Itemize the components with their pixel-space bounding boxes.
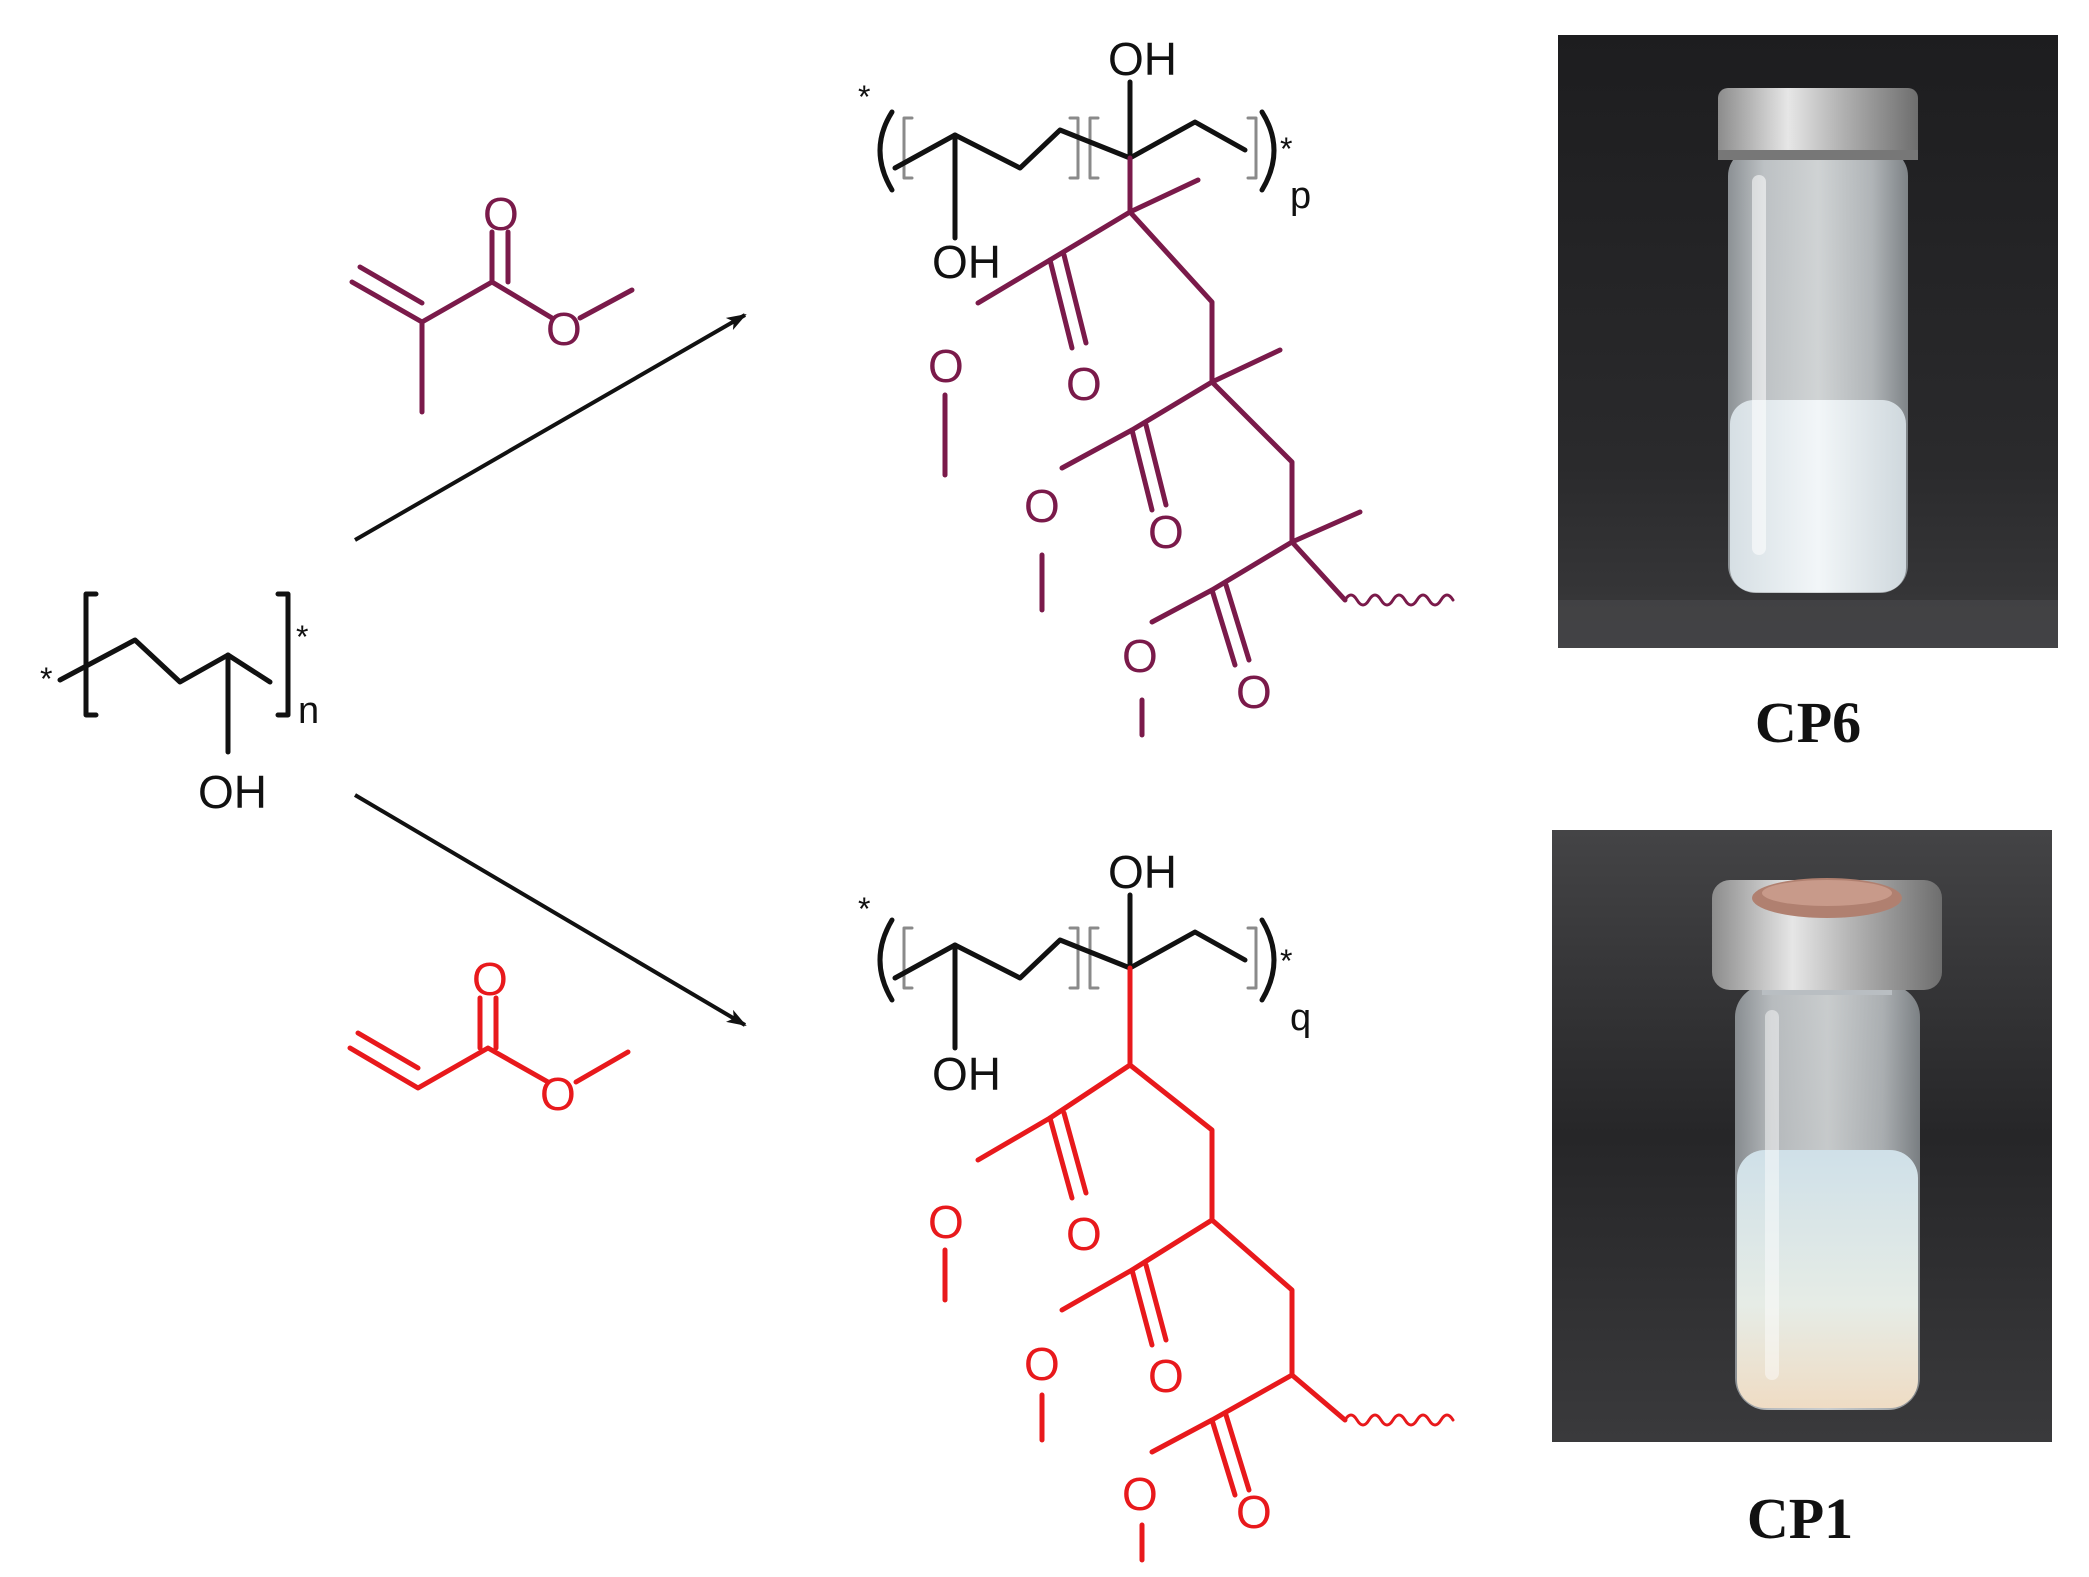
p2-ester3-o-double: O (1236, 1486, 1272, 1538)
p1-star-right: * (1280, 131, 1292, 167)
methyl-acrylate-reagent: O O (347, 953, 631, 1120)
p2-star-right: * (1280, 943, 1292, 979)
vial-cp6-cap (1718, 88, 1918, 160)
ma-ester-o: O (540, 1068, 576, 1120)
photo-cp6-label: CP6 (1755, 690, 1861, 755)
p2-ester2-o-double: O (1148, 1350, 1184, 1402)
pva-oh-label: OH (198, 766, 267, 818)
p2-ester2-o-single: O (1024, 1338, 1060, 1390)
pva-bracket-right (275, 591, 291, 718)
pva-star-left: * (40, 661, 52, 697)
p1-ester3-o-double: O (1236, 666, 1272, 718)
vial-cp1-liquid (1737, 1150, 1918, 1408)
mma-ester-o: O (546, 303, 582, 355)
arrow-lower (353, 793, 747, 1027)
p1-ester1-o-double: O (1066, 358, 1102, 410)
vial-cp6-liquid (1730, 400, 1906, 592)
pva-subscript-n: n (298, 690, 319, 732)
arrow-upper (354, 313, 747, 542)
ma-carbonyl-o: O (472, 953, 508, 1005)
p2-subscript-q: q (1290, 997, 1311, 1039)
photo-cp6: CP6 (1558, 35, 2058, 755)
p2-star-left: * (858, 891, 870, 927)
p1-subscript-p: p (1290, 175, 1311, 217)
p1-oh-bottom: OH (932, 236, 1001, 288)
p2-oh-bottom: OH (932, 1048, 1001, 1100)
photo-cp1: CP1 (1552, 830, 2052, 1551)
product-pma-graft: * * q OH OH O O O O O O (858, 846, 1455, 1563)
p2-ester1-o-double: O (1066, 1208, 1102, 1260)
p1-oh-top: OH (1108, 33, 1177, 85)
p1-ester3-o-single: O (1122, 630, 1158, 682)
p1-ester2-o-single: O (1024, 480, 1060, 532)
p2-ester1-o-single: O (928, 1196, 964, 1248)
pva-backbone (57, 637, 273, 685)
product-pmma-graft: * * p OH OH O O O O O O (858, 33, 1455, 738)
pva-bracket-left (83, 591, 99, 718)
methyl-methacrylate-reagent: O O (349, 188, 635, 415)
p2-ester3-o-single: O (1122, 1468, 1158, 1520)
mma-carbonyl-o: O (483, 188, 519, 240)
p2-oh-top: OH (1108, 846, 1177, 898)
photo-cp1-label: CP1 (1747, 1486, 1853, 1551)
p1-ester1-o-single: O (928, 340, 964, 392)
p1-ester2-o-double: O (1148, 506, 1184, 558)
pva-structure: * * n OH (40, 591, 319, 818)
pva-star-right: * (296, 619, 308, 655)
p1-star-left: * (858, 79, 870, 115)
